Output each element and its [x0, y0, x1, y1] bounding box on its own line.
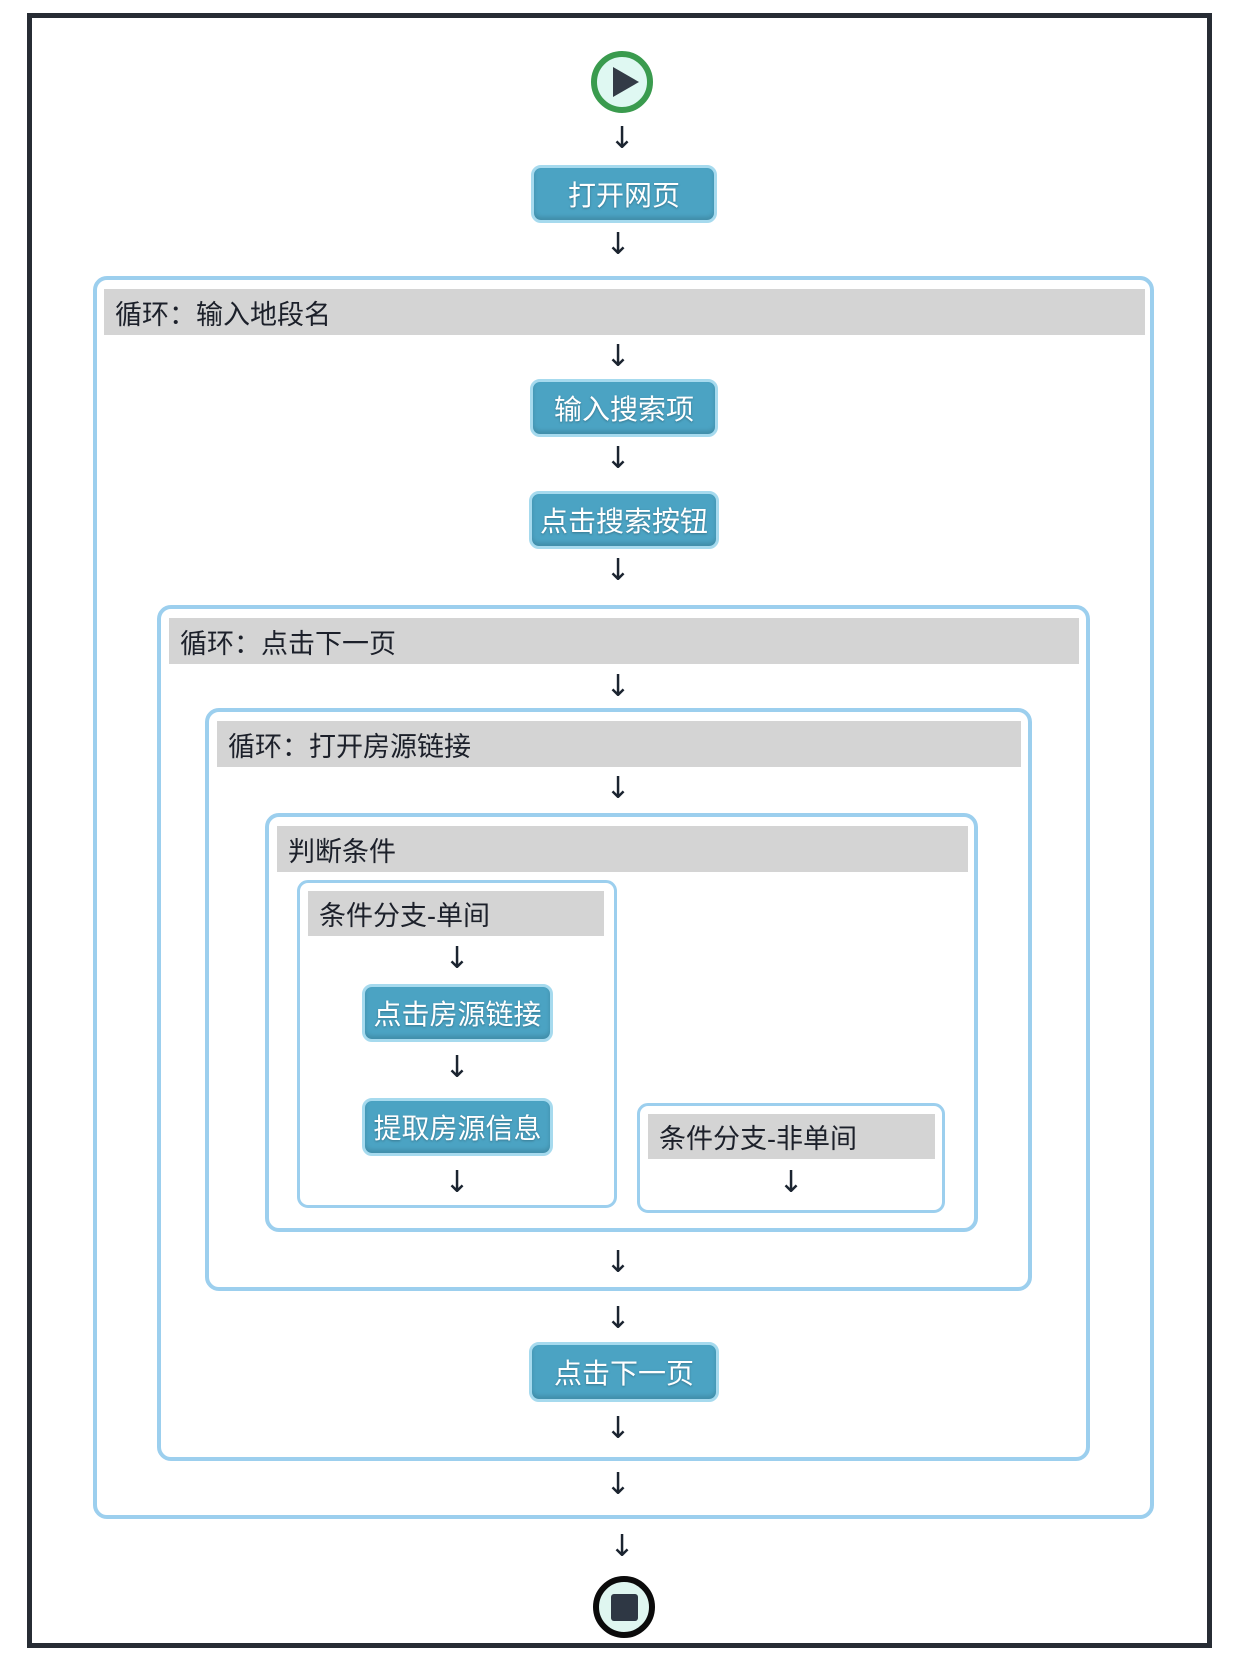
- arrow-down-icon: ↓: [609, 121, 635, 156]
- arrow-down-icon: ↓: [444, 1165, 470, 1200]
- arrow-down-icon: ↓: [605, 771, 631, 806]
- arrow-down-icon: ↓: [444, 1050, 470, 1085]
- arrow-down-icon: ↓: [444, 941, 470, 976]
- input-search-node[interactable]: 输入搜索项: [530, 379, 718, 437]
- loop-open-listing-header[interactable]: 循环：打开房源链接: [217, 721, 1021, 767]
- arrow-down-icon: ↓: [605, 669, 631, 704]
- extract-listing-node[interactable]: 提取房源信息: [362, 1098, 553, 1156]
- stop-icon[interactable]: [593, 1576, 655, 1638]
- click-next-page-node[interactable]: 点击下一页: [529, 1342, 719, 1402]
- click-search-node[interactable]: 点击搜索按钮: [529, 491, 719, 549]
- open-webpage-node[interactable]: 打开网页: [531, 165, 717, 223]
- arrow-down-icon: ↓: [605, 1411, 631, 1446]
- play-icon: [612, 67, 639, 97]
- start-icon[interactable]: [591, 51, 653, 113]
- branch-single-header[interactable]: 条件分支-单间: [308, 891, 604, 936]
- arrow-down-icon: ↓: [605, 1301, 631, 1336]
- branch-non-single-header[interactable]: 条件分支-非单间: [648, 1114, 935, 1159]
- arrow-down-icon: ↓: [778, 1165, 804, 1200]
- arrow-down-icon: ↓: [605, 1245, 631, 1280]
- stop-square-icon: [610, 1593, 638, 1621]
- arrow-down-icon: ↓: [605, 441, 631, 476]
- arrow-down-icon: ↓: [609, 1529, 635, 1564]
- arrow-down-icon: ↓: [605, 227, 631, 262]
- arrow-down-icon: ↓: [605, 1467, 631, 1502]
- condition-header[interactable]: 判断条件: [277, 826, 968, 872]
- arrow-down-icon: ↓: [605, 339, 631, 374]
- loop-click-next-header[interactable]: 循环：点击下一页: [169, 618, 1079, 664]
- loop-input-district-header[interactable]: 循环：输入地段名: [104, 289, 1145, 335]
- arrow-down-icon: ↓: [605, 553, 631, 588]
- click-listing-node[interactable]: 点击房源链接: [362, 984, 553, 1042]
